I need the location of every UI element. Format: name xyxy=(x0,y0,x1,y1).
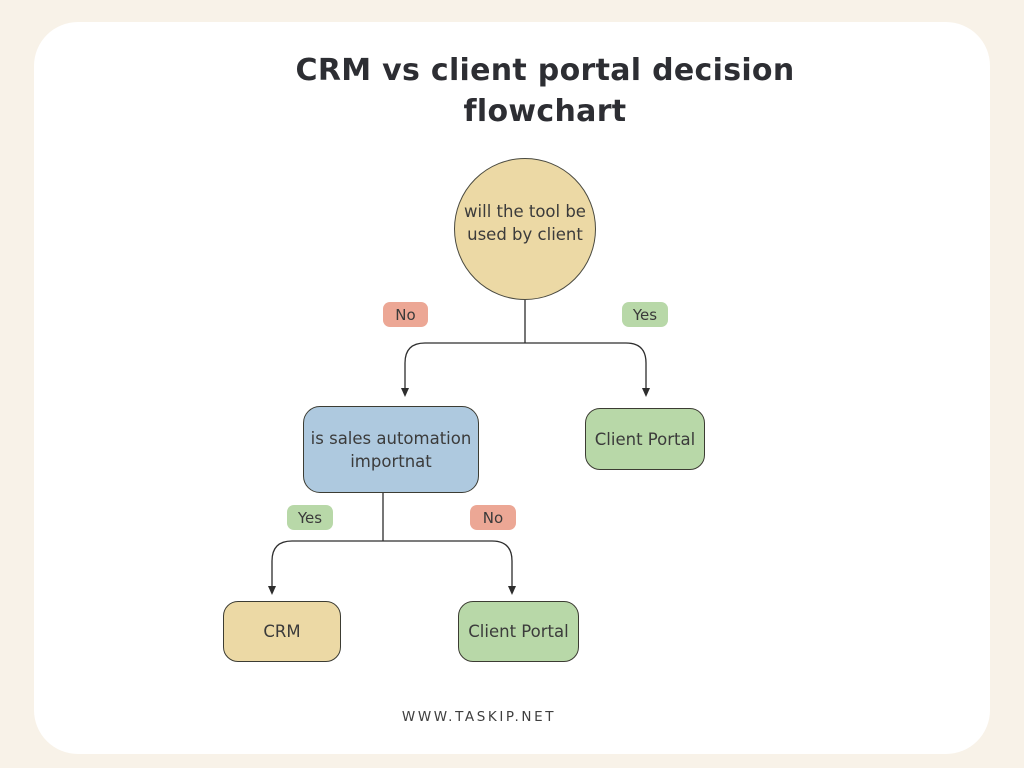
sales-automation-label: is sales automation importnat xyxy=(311,427,472,473)
arrowhead-portal-right xyxy=(642,388,650,397)
root-question-line-2: used by client xyxy=(467,225,583,244)
arrowhead-decision xyxy=(401,388,409,397)
branch2-yes-badge: Yes xyxy=(287,505,333,530)
sales-automation-line-1: is sales automation xyxy=(310,428,472,448)
root-question-line-1: will the tool be xyxy=(464,202,586,221)
client-portal-right-node: Client Portal xyxy=(585,408,705,470)
sales-automation-line-2: importnat xyxy=(350,451,432,471)
connector-decision-to-crm xyxy=(271,540,383,587)
branch2-no-badge: No xyxy=(470,505,516,530)
sales-automation-decision-node: is sales automation importnat xyxy=(303,406,479,493)
crm-result-node: CRM xyxy=(223,601,341,662)
arrowhead-crm xyxy=(268,586,276,595)
page-title: CRM vs client portal decision flowchart xyxy=(195,50,895,132)
client-portal-bottom-node: Client Portal xyxy=(458,601,579,662)
arrowhead-portal-bottom xyxy=(508,586,516,595)
page-title-line-1: CRM vs client portal decision xyxy=(295,53,795,88)
connector-root-to-portal-right xyxy=(525,342,647,389)
branch1-yes-badge: Yes xyxy=(622,302,668,327)
root-question-node: will the tool be used by client xyxy=(454,158,596,300)
connector-decision-to-portal-bottom xyxy=(383,540,513,587)
footer-website: WWW.TASKIP.NET xyxy=(401,709,557,725)
page-title-line-2: flowchart xyxy=(463,94,627,129)
branch1-no-badge: No xyxy=(383,302,428,327)
connector-root-to-decision xyxy=(404,342,525,389)
root-question-label: will the tool be used by client xyxy=(464,200,586,246)
